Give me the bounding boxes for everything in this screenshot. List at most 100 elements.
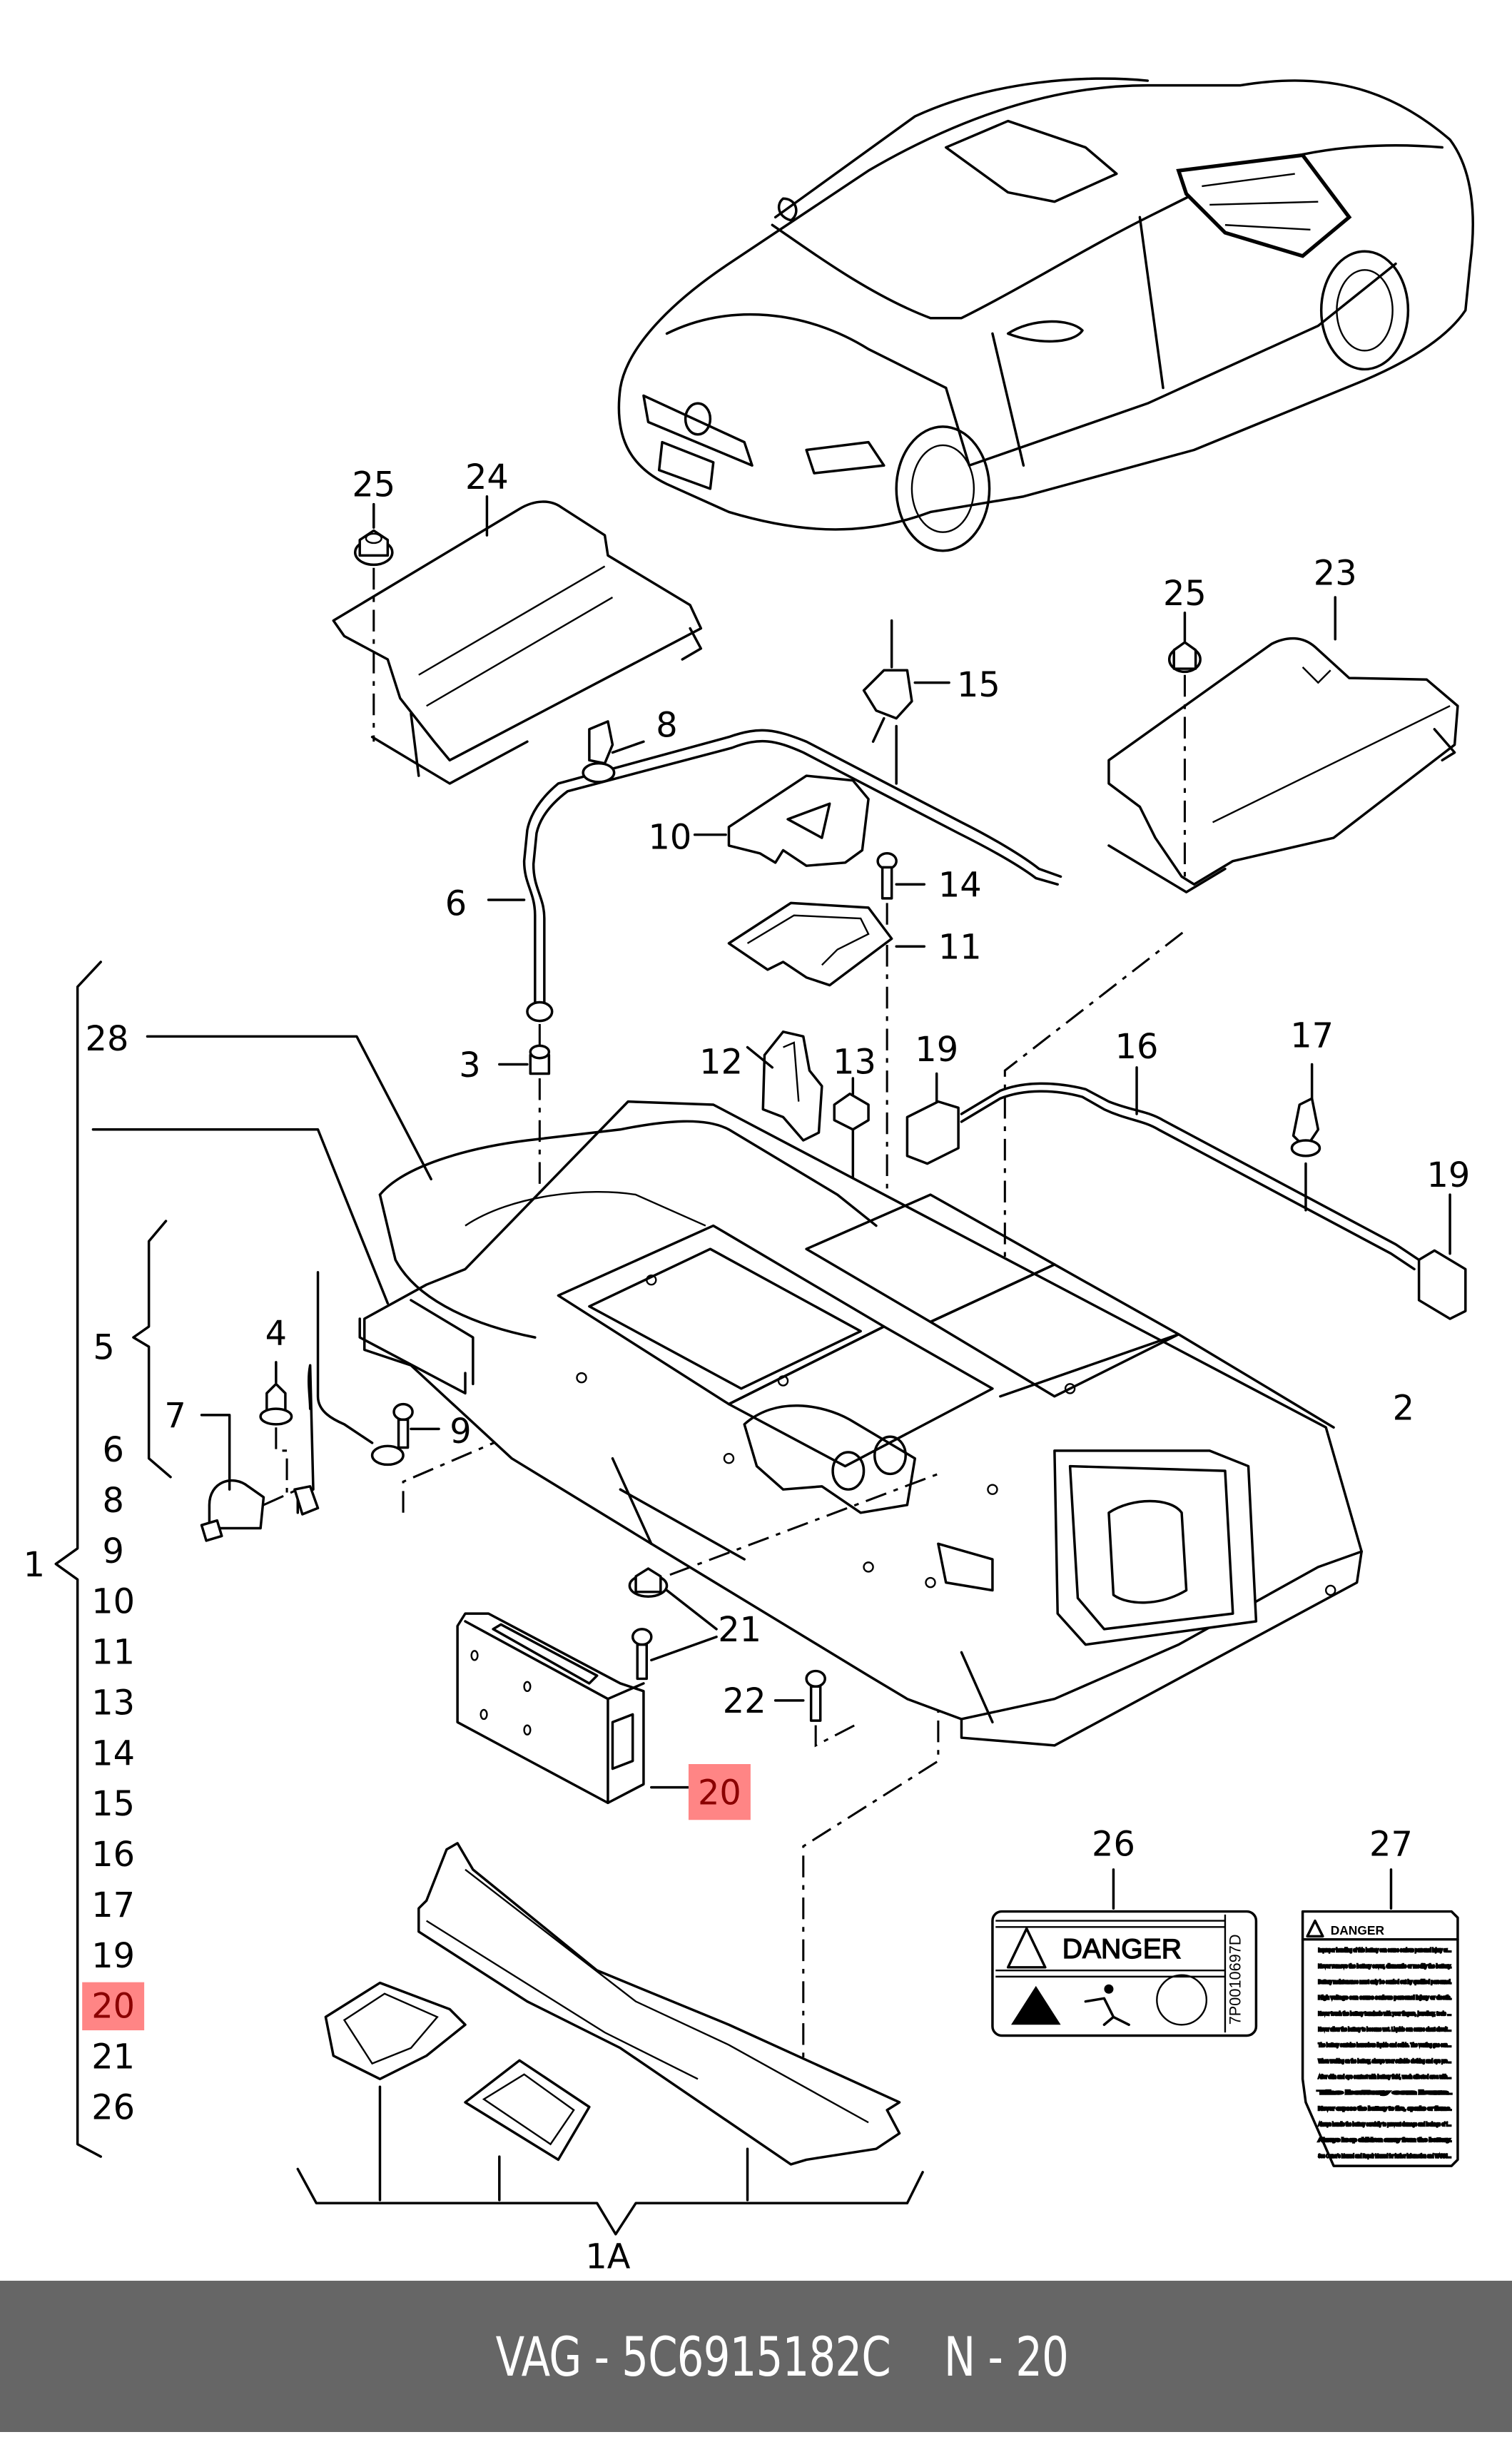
label-26-heading: DANGER bbox=[1062, 1934, 1182, 1965]
ground-cable bbox=[293, 1271, 405, 1516]
label-27-line: High voltage can cause serious personal … bbox=[1318, 1996, 1451, 2001]
callout-11[interactable]: 11 bbox=[938, 928, 982, 968]
sensor-7 bbox=[200, 1414, 298, 1542]
callout-20-highlight bbox=[688, 1764, 751, 1820]
group-1-list-item[interactable]: 13 bbox=[91, 1683, 135, 1723]
nut-21 bbox=[628, 1473, 939, 1631]
label-27-line: Never allow the battery to become wet. L… bbox=[1318, 2027, 1451, 2032]
footer-brand: VAG bbox=[495, 2324, 582, 2388]
callout-19-left[interactable]: 19 bbox=[915, 1030, 958, 1070]
callout-20[interactable]: 20 bbox=[698, 1774, 741, 1813]
footer-separator: - bbox=[594, 2324, 609, 2388]
callout-1a[interactable]: 1A bbox=[585, 2238, 630, 2277]
callout-9[interactable]: 9 bbox=[450, 1412, 471, 1452]
group-1-list-item[interactable]: 11 bbox=[91, 1633, 135, 1673]
battery-tray bbox=[358, 1100, 1363, 1747]
callout-13[interactable]: 13 bbox=[833, 1043, 876, 1083]
group-1-list-item[interactable]: 21 bbox=[91, 2038, 135, 2077]
label-27-line: Always keep children away from the batte… bbox=[1318, 2138, 1451, 2143]
group-1-list-item[interactable]: 17 bbox=[91, 1886, 135, 1925]
group-1-list-item[interactable]: 10 bbox=[91, 1583, 135, 1622]
bracket-11 bbox=[727, 901, 926, 987]
callout-1[interactable]: 1 bbox=[24, 1546, 45, 1585]
callout-28[interactable]: 28 bbox=[86, 1020, 129, 1059]
callouts: 25 24 23 25 15 8 10 14 6 11 28 12 13 3 1… bbox=[24, 458, 1471, 2277]
callout-10[interactable]: 10 bbox=[648, 818, 691, 857]
group-1-list-item[interactable]: 16 bbox=[91, 1835, 135, 1875]
nut-25-right bbox=[1167, 612, 1202, 885]
group-1-list-item[interactable]: 6 bbox=[102, 1431, 123, 1470]
callout-14[interactable]: 14 bbox=[938, 866, 982, 906]
callout-3[interactable]: 3 bbox=[459, 1046, 480, 1085]
screw-21 bbox=[631, 1628, 718, 1681]
nut-25-left bbox=[353, 502, 394, 742]
undertray-1a bbox=[296, 1842, 924, 2236]
cover-10 bbox=[693, 774, 870, 867]
group-1-list-item[interactable]: 8 bbox=[102, 1481, 123, 1521]
callout-7[interactable]: 7 bbox=[164, 1397, 186, 1436]
callout-26[interactable]: 26 bbox=[1092, 1825, 1135, 1864]
cable-16 bbox=[960, 1082, 1421, 1271]
callout-25-right[interactable]: 25 bbox=[1163, 574, 1207, 614]
group-1-list-item[interactable]: 9 bbox=[102, 1532, 123, 1571]
label-27-line: When working on the battery, always wear… bbox=[1318, 2059, 1451, 2064]
connector-15 bbox=[862, 619, 950, 785]
battery-cover-left-24 bbox=[332, 500, 703, 785]
footer-caption: VAG - 5C6915182C N - 20 bbox=[444, 2261, 1068, 2452]
footer-separator-2: - bbox=[988, 2324, 1003, 2388]
group-1-list-item[interactable]: 19 bbox=[91, 1937, 135, 1976]
label-26-part-number: 7P0010697D bbox=[1227, 1934, 1244, 2025]
callout-24[interactable]: 24 bbox=[465, 458, 509, 497]
cable-6 bbox=[522, 729, 1062, 1023]
label-27-line: Always handle the battery carefully to p… bbox=[1318, 2122, 1451, 2127]
footer-bar: VAG - 5C6915182C N - 20 bbox=[0, 2281, 1512, 2432]
label-27-heading: DANGER bbox=[1331, 1923, 1385, 1937]
group-1-list-item[interactable]: 26 bbox=[91, 2088, 135, 2127]
control-unit-20 bbox=[456, 1612, 691, 1805]
callout-19-right[interactable]: 19 bbox=[1426, 1156, 1470, 1195]
vehicle-illustration bbox=[617, 77, 1474, 552]
label-27-line: The battery contains hazardous liquids a… bbox=[1318, 2043, 1451, 2048]
callout-4[interactable]: 4 bbox=[265, 1314, 287, 1354]
label-27-line: Improper handling of this battery can ca… bbox=[1318, 1948, 1451, 1953]
callout-16[interactable]: 16 bbox=[1115, 1028, 1159, 1067]
callout-21[interactable]: 21 bbox=[718, 1611, 761, 1650]
label-27-line: Never remove the battery cover, dismantl… bbox=[1318, 1964, 1451, 1969]
label-27-line: After skin and eye contact with battery … bbox=[1318, 2074, 1451, 2079]
list-highlight bbox=[82, 1982, 145, 2031]
parts-diagram: DANGER 7P0010697D DANGER Improper handli… bbox=[24, 77, 1474, 2277]
warning-label-26: DANGER 7P0010697D bbox=[991, 1868, 1258, 2037]
callout-27[interactable]: 27 bbox=[1369, 1825, 1413, 1864]
callout-8[interactable]: 8 bbox=[656, 706, 677, 746]
screw-22 bbox=[773, 1669, 861, 1748]
group-1-list-item[interactable]: 20 bbox=[91, 1987, 135, 2027]
grommet-8 bbox=[582, 720, 616, 784]
warning-label-27: DANGER Improper handling of this battery… bbox=[1301, 1868, 1459, 2167]
label-27-line: Never expose the battery to fire, sparks… bbox=[1318, 2107, 1451, 2112]
label-27-line: The battery can burn. bbox=[1318, 2091, 1451, 2096]
callout-17[interactable]: 17 bbox=[1290, 1017, 1334, 1056]
callout-12[interactable]: 12 bbox=[699, 1043, 743, 1083]
label-27-line: See Owner's Manual and Repair Manual for… bbox=[1318, 2154, 1451, 2159]
clip-17 bbox=[1290, 1063, 1321, 1212]
screw-9 bbox=[392, 1402, 440, 1449]
callout-2[interactable]: 2 bbox=[1393, 1389, 1414, 1428]
connector-19-right bbox=[1417, 1193, 1467, 1320]
holder-12 bbox=[746, 1030, 823, 1142]
callout-5[interactable]: 5 bbox=[93, 1329, 114, 1368]
footer-position-number: 20 bbox=[1015, 2324, 1069, 2388]
group-1-list-item[interactable]: 14 bbox=[91, 1734, 135, 1773]
callout-25-left[interactable]: 25 bbox=[352, 466, 395, 505]
label-27-line: Battery maintenance must only be carried… bbox=[1318, 1980, 1451, 1985]
connector-19-left bbox=[905, 1072, 960, 1165]
group-1-member-list: 6 8 9 10 11 13 14 15 16 17 19 20 21 26 bbox=[82, 1431, 145, 2127]
bolt-4 bbox=[259, 1361, 293, 1498]
callout-22[interactable]: 22 bbox=[723, 1682, 766, 1721]
callout-6[interactable]: 6 bbox=[445, 885, 467, 924]
group-1-list-item[interactable]: 15 bbox=[91, 1785, 135, 1824]
callout-15[interactable]: 15 bbox=[957, 666, 1000, 705]
footer-part-number: 5C6915182C bbox=[621, 2324, 891, 2388]
callout-23[interactable]: 23 bbox=[1314, 554, 1357, 594]
battery-cover-right-23 bbox=[1107, 637, 1459, 893]
footer-position-prefix: N bbox=[943, 2324, 975, 2388]
